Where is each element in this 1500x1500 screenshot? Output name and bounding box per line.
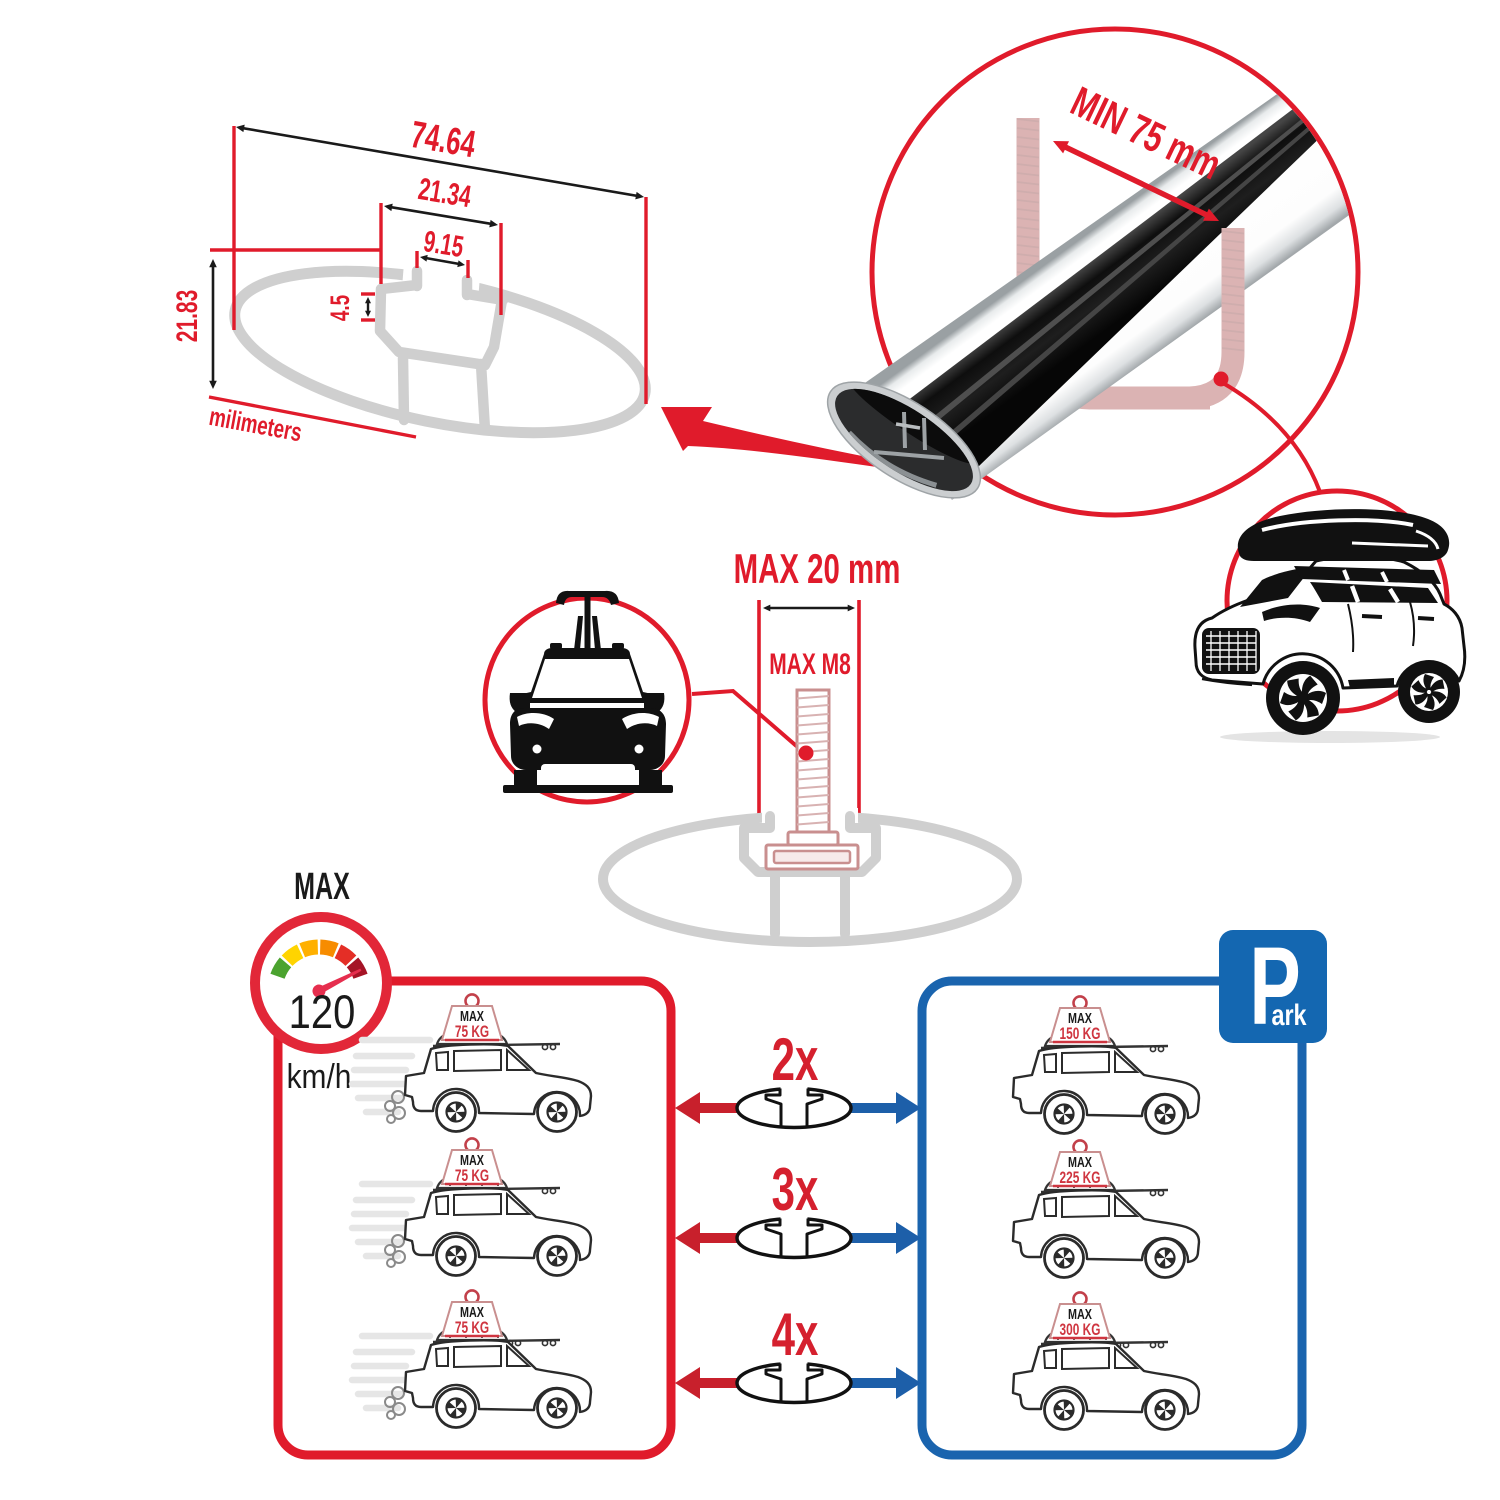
svg-text:ark: ark xyxy=(1271,998,1306,1031)
svg-text:P: P xyxy=(1249,926,1300,1049)
svg-text:9.15: 9.15 xyxy=(421,225,466,264)
svg-text:21.34: 21.34 xyxy=(416,171,474,214)
svg-text:km/h: km/h xyxy=(287,1057,352,1095)
svg-text:225 KG: 225 KG xyxy=(1060,1169,1101,1187)
svg-text:300 KG: 300 KG xyxy=(1060,1321,1101,1339)
svg-text:MAX: MAX xyxy=(460,1151,484,1168)
svg-text:120: 120 xyxy=(289,987,356,1039)
svg-text:4x: 4x xyxy=(772,1301,819,1368)
svg-text:MAX 20 mm: MAX 20 mm xyxy=(734,545,901,593)
svg-text:4.5: 4.5 xyxy=(325,295,355,321)
svg-text:75 KG: 75 KG xyxy=(455,1167,489,1185)
svg-text:MAX: MAX xyxy=(460,1303,484,1320)
svg-text:MAX: MAX xyxy=(1068,1009,1092,1026)
svg-text:150 KG: 150 KG xyxy=(1060,1025,1101,1043)
svg-text:21.83: 21.83 xyxy=(172,290,204,343)
svg-text:MAX: MAX xyxy=(1068,1305,1092,1322)
svg-text:2x: 2x xyxy=(772,1026,819,1093)
svg-text:MAX: MAX xyxy=(460,1007,484,1024)
svg-text:3x: 3x xyxy=(772,1156,819,1223)
svg-text:75 KG: 75 KG xyxy=(455,1023,489,1041)
svg-text:MAX M8: MAX M8 xyxy=(769,649,851,681)
svg-text:MAX: MAX xyxy=(1068,1153,1092,1170)
svg-text:MAX: MAX xyxy=(294,865,350,907)
svg-text:75 KG: 75 KG xyxy=(455,1319,489,1337)
